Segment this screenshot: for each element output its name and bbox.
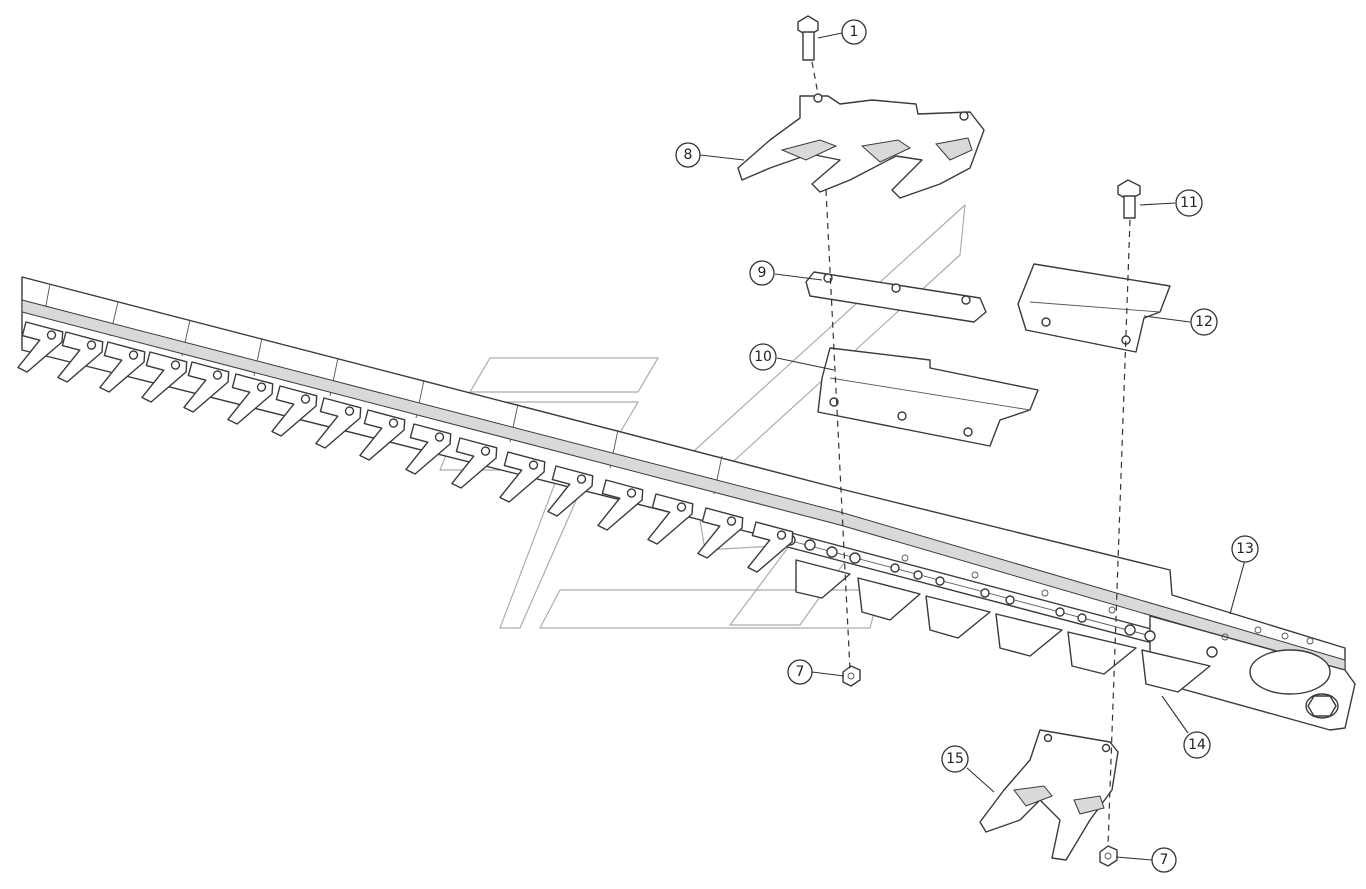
triple-guard-part-8 [737,93,985,199]
bolt-part-11 [1117,179,1141,219]
callout-9: 9 [749,260,775,286]
knife-sections [795,559,1211,693]
bar-bolt-holes [784,534,1314,658]
callout-label: 8 [684,147,693,163]
callout-label: 7 [796,664,805,680]
callout-label: 11 [1180,195,1198,211]
callout-10: 10 [749,343,777,371]
nut-part-7-upper [842,665,861,687]
callout-label: 10 [754,349,772,365]
callout-1: 1 [841,19,867,45]
callout-label: 15 [946,751,964,767]
callout-14: 14 [1183,731,1211,759]
callout-label: 13 [1236,541,1254,557]
leader-lines [699,32,1246,861]
callout-7-upper: 7 [787,659,813,685]
bolt-part-1 [797,15,819,61]
callout-label: 14 [1188,737,1206,753]
callout-13: 13 [1231,535,1259,563]
callout-label: 7 [1160,852,1169,868]
assembly-lines [811,61,1131,847]
flat-plate-part-9 [805,271,987,323]
bent-plate-part-10 [817,347,1039,447]
callout-label: 9 [758,265,767,281]
callout-7-lower: 7 [1151,847,1177,873]
guard-fingers-row [17,321,794,573]
nut-part-7-lower [1099,845,1118,867]
callout-12: 12 [1190,308,1218,336]
callout-label: 12 [1195,314,1213,330]
double-guard-part-15 [979,729,1119,861]
callout-11: 11 [1175,189,1203,217]
callout-8: 8 [675,142,701,168]
callout-label: 1 [850,24,859,40]
bent-plate-part-12 [1017,263,1171,353]
cutter-bar-assembly [21,276,1356,731]
callout-15: 15 [941,745,969,773]
